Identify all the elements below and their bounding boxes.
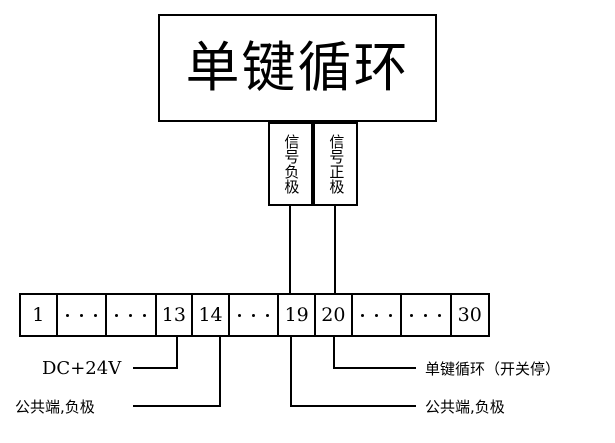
dot bbox=[65, 313, 69, 317]
dot bbox=[238, 313, 242, 317]
signal-negative-label: 信号负极 bbox=[282, 134, 301, 194]
signal-positive-box: 信号正极 bbox=[313, 122, 358, 206]
label-common-negative-left: 公共端,负极 bbox=[15, 398, 95, 416]
label-single-key-cycle: 单键循环（开关停） bbox=[425, 360, 561, 378]
leader-14-horizontal bbox=[133, 405, 221, 407]
leader-19-vertical bbox=[290, 337, 292, 406]
dot bbox=[374, 313, 378, 317]
dot bbox=[438, 313, 442, 317]
leader-13-horizontal bbox=[133, 367, 178, 369]
signal-negative-box: 信号负极 bbox=[268, 122, 313, 206]
ellipsis-dots bbox=[402, 313, 449, 317]
label-common-negative-right: 公共端,负极 bbox=[425, 398, 505, 416]
dot bbox=[79, 313, 83, 317]
terminal-cell-ellipsis-2 bbox=[107, 295, 157, 335]
label-dc-supply: DC+24V bbox=[42, 358, 122, 379]
terminal-cell-1: 1 bbox=[21, 295, 58, 335]
dot bbox=[143, 313, 147, 317]
terminal-cell-30: 30 bbox=[457, 304, 482, 326]
dot bbox=[388, 313, 392, 317]
terminal-strip: 1 13 14 19 20 bbox=[19, 293, 490, 337]
dot bbox=[93, 313, 97, 317]
dot bbox=[266, 313, 270, 317]
signal-positive-label: 信号正极 bbox=[327, 134, 346, 194]
ellipsis-dots bbox=[230, 313, 277, 317]
title-text: 单键循环 bbox=[185, 36, 410, 99]
terminal-cell-ellipsis-5 bbox=[402, 295, 452, 335]
leader-14-vertical bbox=[219, 337, 221, 406]
dot bbox=[115, 313, 119, 317]
wire-signal-positive-to-20 bbox=[334, 206, 336, 295]
dot bbox=[360, 313, 364, 317]
dot bbox=[424, 313, 428, 317]
terminal-cell-ellipsis-4 bbox=[353, 295, 403, 335]
dot bbox=[252, 313, 256, 317]
dot bbox=[410, 313, 414, 317]
terminal-cell-20: 20 bbox=[316, 295, 353, 335]
terminal-cell-14: 14 bbox=[193, 295, 230, 335]
wire-signal-negative-to-19 bbox=[289, 206, 291, 295]
leader-20-vertical bbox=[333, 337, 335, 368]
ellipsis-dots bbox=[58, 313, 105, 317]
terminal-cell-13: 13 bbox=[157, 295, 194, 335]
dot bbox=[129, 313, 133, 317]
terminal-cell-ellipsis-1 bbox=[58, 295, 108, 335]
title-box: 单键循环 bbox=[158, 14, 437, 122]
terminal-cell-ellipsis-3 bbox=[230, 295, 280, 335]
ellipsis-dots bbox=[107, 313, 154, 317]
leader-19-horizontal bbox=[290, 405, 416, 407]
leader-13-vertical bbox=[176, 337, 178, 368]
terminal-cell-19: 19 bbox=[279, 295, 317, 335]
ellipsis-dots bbox=[353, 313, 400, 317]
leader-20-horizontal bbox=[333, 367, 416, 369]
